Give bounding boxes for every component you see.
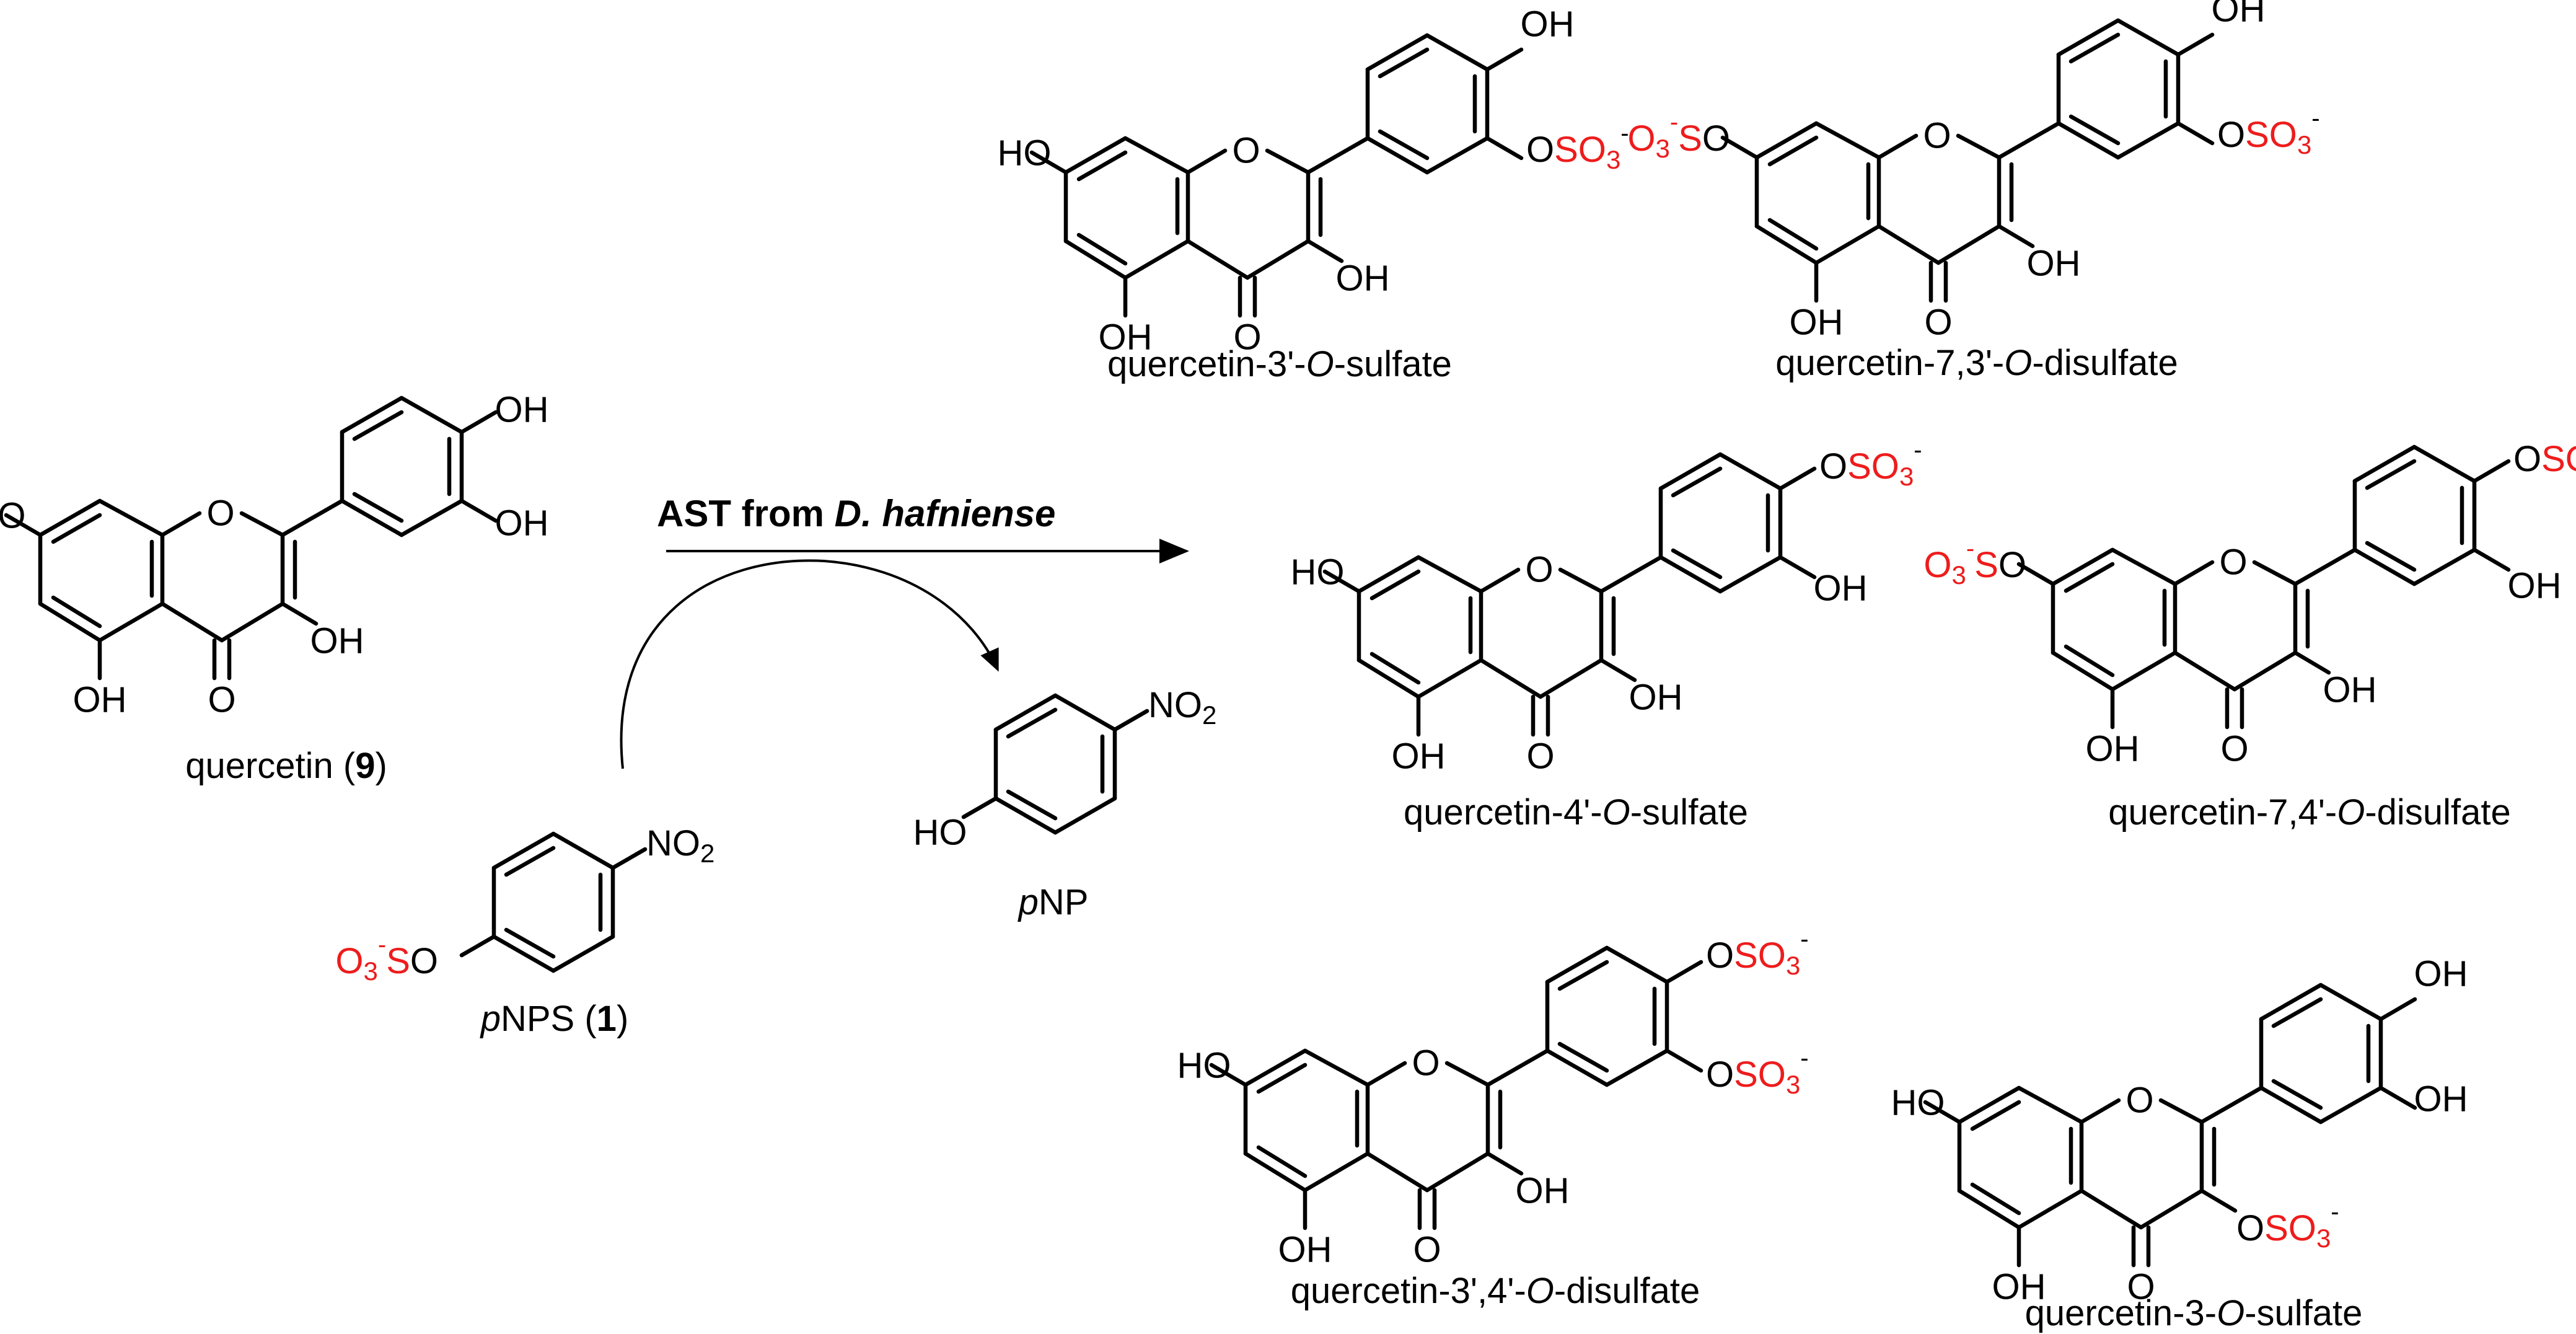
svg-text:OH: OH [2508,566,2562,606]
caption-q74p: quercetin-7,4'-O-disulfate [2108,792,2510,833]
svg-text:O: O [1924,303,1952,343]
svg-text:O: O [1412,1043,1440,1084]
svg-text:O: O [2220,729,2248,769]
sulfate-4p: OSO3- [2513,429,2576,484]
caption-q73p: quercetin-7,3'-O-disulfate [1775,343,2178,383]
svg-text:OH: OH [2414,954,2468,994]
pnps-structure: NO2 O3-SO [335,823,714,986]
sulfate-3p: OSO3- [1526,120,1629,174]
svg-text:O: O [2125,1080,2153,1121]
product-q73p: O O3-SO OH O OH OH OSO3- [1627,0,2319,343]
svg-text:OH: OH [2212,0,2266,30]
caption-q4p: quercetin-4'-O-sulfate [1404,792,1748,833]
svg-text:O: O [1923,116,1951,156]
svg-text:O: O [1525,550,1553,590]
svg-text:OH: OH [2086,729,2140,769]
nitro-group: NO2 [646,823,714,868]
svg-text:OH: OH [2027,244,2081,284]
phenol-hydroxyl: HO [913,813,967,853]
nitro-group: NO2 [1148,685,1216,730]
svg-text:O: O [1413,1230,1441,1270]
ring-oxygen: O [206,493,234,534]
svg-text:HO: HO [1177,1046,1231,1086]
svg-text:OH: OH [1992,1267,2046,1307]
svg-text:HO: HO [998,133,1052,174]
quercetin-structure: O HO OH O OH OH OH [0,390,549,720]
product-q34p: O HO OH O OH OSO3- OSO3- [1177,925,1809,1270]
hydroxyl-4p: OH [495,390,549,430]
svg-text:OH: OH [2414,1079,2468,1120]
svg-text:O: O [1526,736,1554,777]
caption-q3: quercetin-3-O-sulfate [2025,1293,2363,1333]
reaction-label: AST from D. hafniense [657,493,1055,534]
svg-text:O: O [2127,1267,2155,1307]
product-q4p: O HO OH O OH OSO3- OH [1291,436,1922,777]
pnp-structure: NO2 HO [913,685,1217,853]
svg-text:HO: HO [1291,552,1345,593]
quercetin-caption: quercetin (9) [185,746,387,786]
donor-curved-arrow [620,559,999,769]
svg-text:OH: OH [1099,317,1153,358]
caption-q3p: quercetin-3'-O-sulfate [1107,344,1452,384]
pnps-caption: pNPS (1) [480,999,629,1039]
product-q74p: O O3-SO OH O OH OSO3- OH [1923,429,2576,769]
sulfate-donor-group: O3-SO [335,931,438,986]
pnp-caption: pNP [1018,882,1089,922]
svg-text:OH: OH [1278,1230,1332,1270]
svg-text:HO: HO [1891,1083,1945,1123]
hydroxyl-5: OH [73,680,127,720]
svg-text:OH: OH [2323,670,2377,710]
svg-text:OH: OH [1392,736,1446,777]
svg-text:O: O [1233,317,1261,358]
sulfate-3p: OSO3- [1706,1045,1809,1099]
sulfate-7: O3-SO [1627,108,1730,163]
sulfate-4p: OSO3- [1706,925,1809,980]
svg-text:O: O [2219,542,2247,583]
sulfate-7: O3-SO [1923,535,2026,590]
hydroxyl-3: OH [310,621,364,661]
hydroxyl-7: HO [0,496,26,536]
caption-q34p: quercetin-3',4'-O-disulfate [1291,1271,1700,1311]
sulfate-3: OSO3- [2236,1198,2339,1253]
svg-text:OH: OH [1814,568,1868,609]
svg-text:OH: OH [1521,4,1575,45]
sulfate-4p: OSO3- [1819,436,1922,491]
svg-text:OH: OH [1790,303,1844,343]
svg-text:OH: OH [1336,258,1390,299]
svg-text:OH: OH [1516,1171,1570,1211]
product-q3: O HO OH O OSO3- OH OH [1891,954,2468,1307]
hydroxyl-3p: OH [495,503,549,544]
svg-text:OH: OH [1629,678,1683,718]
product-q3p: O HO OH O OH OH OSO3- [998,4,1629,358]
carbonyl-oxygen: O [208,680,235,720]
svg-text:O: O [1232,131,1260,171]
sulfate-3p: OSO3- [2217,105,2320,159]
